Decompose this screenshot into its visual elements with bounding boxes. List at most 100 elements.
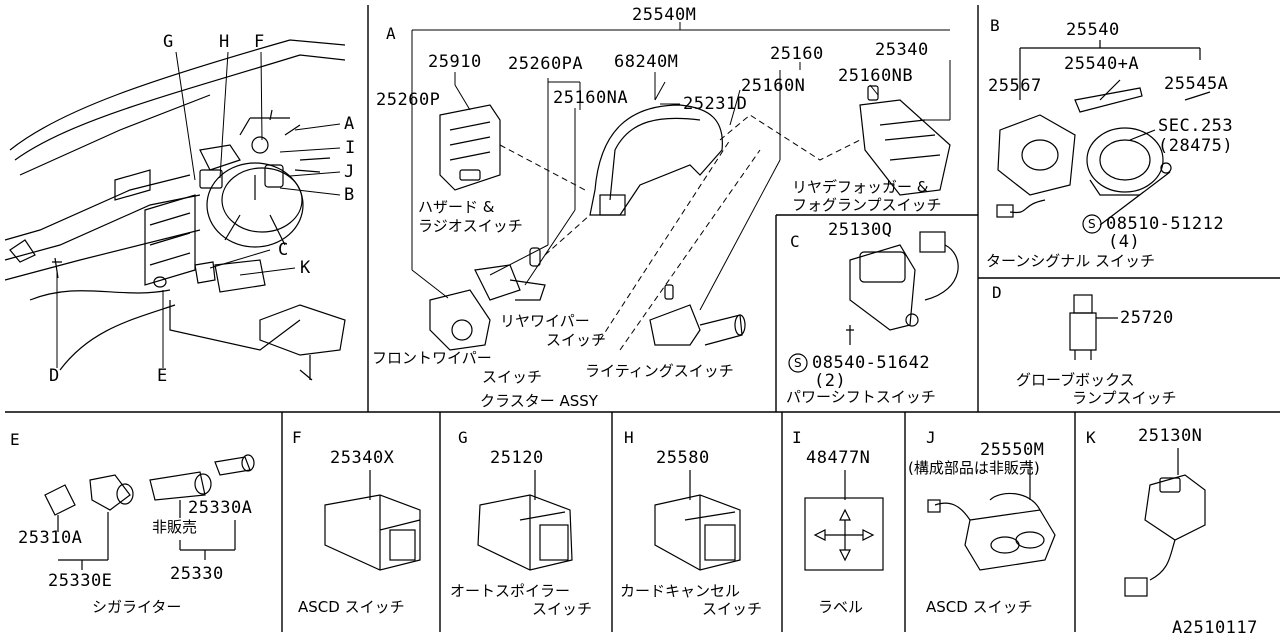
part-25120: 25120: [490, 448, 544, 468]
part-25310a: 25310A: [18, 528, 83, 548]
section-g-label: G: [458, 428, 468, 447]
part-25540m: 25540M: [632, 5, 697, 25]
ascd-switch-label-f: ASCD スイッチ: [298, 598, 405, 616]
section-d-drawing: [1069, 294, 1118, 360]
section-d-label: D: [992, 283, 1002, 302]
figure-id: A2510117: [1172, 618, 1258, 638]
section-b-label: B: [990, 16, 1000, 35]
label-label: ラベル: [818, 598, 864, 616]
part-25540-a: 25540+A: [1064, 54, 1140, 74]
auto-spoiler-label-1: オートスポイラー: [450, 582, 571, 600]
callout-k: K: [300, 258, 311, 278]
part-25910: 25910: [428, 52, 482, 72]
callout-g: G: [163, 32, 174, 52]
part-25550m: 25550M: [980, 440, 1045, 460]
part-25160nb: 25160NB: [838, 66, 914, 86]
section-f-label: F: [292, 428, 302, 447]
turn-signal-switch-label: ターンシグナル スイッチ: [986, 252, 1156, 270]
section-k-label: K: [1086, 428, 1096, 447]
part-25545a: 25545A: [1164, 74, 1229, 94]
screw-08540-51642: 08540-51642: [812, 353, 931, 373]
section-f-drawing: [324, 470, 421, 571]
section-e-label: E: [10, 430, 20, 449]
callout-f: F: [254, 32, 265, 52]
section-c-drawing: [788, 231, 959, 373]
auto-spoiler-label-2: スイッチ: [532, 600, 593, 618]
part-25231d: 25231D: [683, 94, 748, 114]
callout-b: B: [344, 185, 355, 205]
panel-dividers: [5, 5, 1280, 632]
section-k-drawing: [1124, 448, 1206, 597]
section-i-label: I: [792, 428, 802, 447]
part-25330: 25330: [170, 564, 224, 584]
part-25567: 25567: [988, 76, 1042, 96]
part-25540: 25540: [1066, 20, 1120, 40]
section-a-dashed: [499, 114, 861, 351]
rear-wiper-label-1: リヤワイパー: [500, 312, 590, 330]
part-25260p: 25260P: [376, 90, 441, 110]
part-68240m: 68240M: [614, 52, 679, 72]
cluster-assy-parts: [429, 85, 951, 351]
rear-wiper-label-2: スイッチ: [546, 331, 607, 349]
screw-qty-b: (4): [1108, 232, 1141, 252]
lighting-switch-label: ライティングスイッチ: [585, 362, 734, 380]
rear-defogger-label-1: リヤデフォッガー &: [792, 178, 929, 196]
part-25260pa: 25260PA: [508, 54, 584, 74]
part-48477n: 48477N: [806, 448, 871, 468]
part-25330a: 25330A: [188, 498, 253, 518]
section-h-drawing: [654, 470, 741, 571]
sec-253: SEC.253: [1158, 116, 1234, 136]
screw-08510-51212: 08510-51212: [1106, 214, 1225, 234]
component-note-j: (構成部品は非販売): [908, 459, 1040, 477]
glovebox-label-2: ランプスイッチ: [1072, 389, 1177, 407]
sec-28475: (28475): [1158, 136, 1234, 156]
card-cancel-label-1: カードキャンセル: [620, 582, 741, 600]
section-a-leaders: [411, 22, 951, 311]
part-25720: 25720: [1120, 308, 1174, 328]
cigarette-lighter-label: シガライター: [92, 598, 182, 616]
section-j-drawing: [927, 460, 1056, 571]
rear-defogger-label-2: フォグランプスイッチ: [792, 196, 942, 214]
not-for-sale-note: 非販売: [152, 518, 198, 536]
callout-i: I: [345, 138, 356, 158]
section-i-drawing: [804, 470, 884, 571]
section-a-label: A: [386, 24, 396, 43]
callout-d: D: [49, 366, 60, 386]
part-25580: 25580: [656, 448, 710, 468]
ascd-switch-label-j: ASCD スイッチ: [926, 598, 1033, 616]
part-25340: 25340: [875, 40, 929, 60]
part-25130n: 25130N: [1138, 426, 1203, 446]
section-e-drawing: [44, 454, 255, 570]
card-cancel-label-2: スイッチ: [702, 600, 763, 618]
front-wiper-label-1: フロントワイパー: [372, 349, 492, 367]
hazard-label-1: ハザード &: [418, 198, 495, 216]
part-25160: 25160: [770, 44, 824, 64]
screw-symbol-c: S: [794, 356, 802, 370]
callout-a: A: [344, 114, 355, 134]
callout-c: C: [278, 240, 289, 260]
callout-e: E: [157, 366, 168, 386]
power-shift-switch-label: パワーシフトスイッチ: [786, 388, 936, 406]
dashboard-illustration: [4, 39, 346, 381]
cluster-assy-label: クラスター ASSY: [480, 392, 598, 410]
part-25160n: 25160N: [741, 76, 806, 96]
front-wiper-label-2: スイッチ: [482, 368, 543, 386]
callout-h: H: [219, 32, 230, 52]
part-25160na: 25160NA: [553, 88, 629, 108]
section-c-label: C: [790, 232, 800, 251]
screw-qty-c: (2): [814, 371, 847, 391]
section-h-label: H: [624, 428, 634, 447]
callout-j: J: [344, 162, 355, 182]
part-25330e: 25330E: [48, 571, 113, 591]
section-b-drawing: [996, 40, 1211, 234]
section-j-label: J: [926, 428, 936, 447]
part-25130q: 25130Q: [828, 220, 893, 240]
screw-symbol-b: S: [1088, 217, 1096, 231]
hazard-label-2: ラジオスイッチ: [418, 217, 523, 235]
part-25340x: 25340X: [330, 448, 395, 468]
main-leader-lines: [56, 51, 341, 368]
section-g-drawing: [477, 470, 573, 571]
glovebox-label-1: グローブボックス: [1016, 371, 1135, 389]
